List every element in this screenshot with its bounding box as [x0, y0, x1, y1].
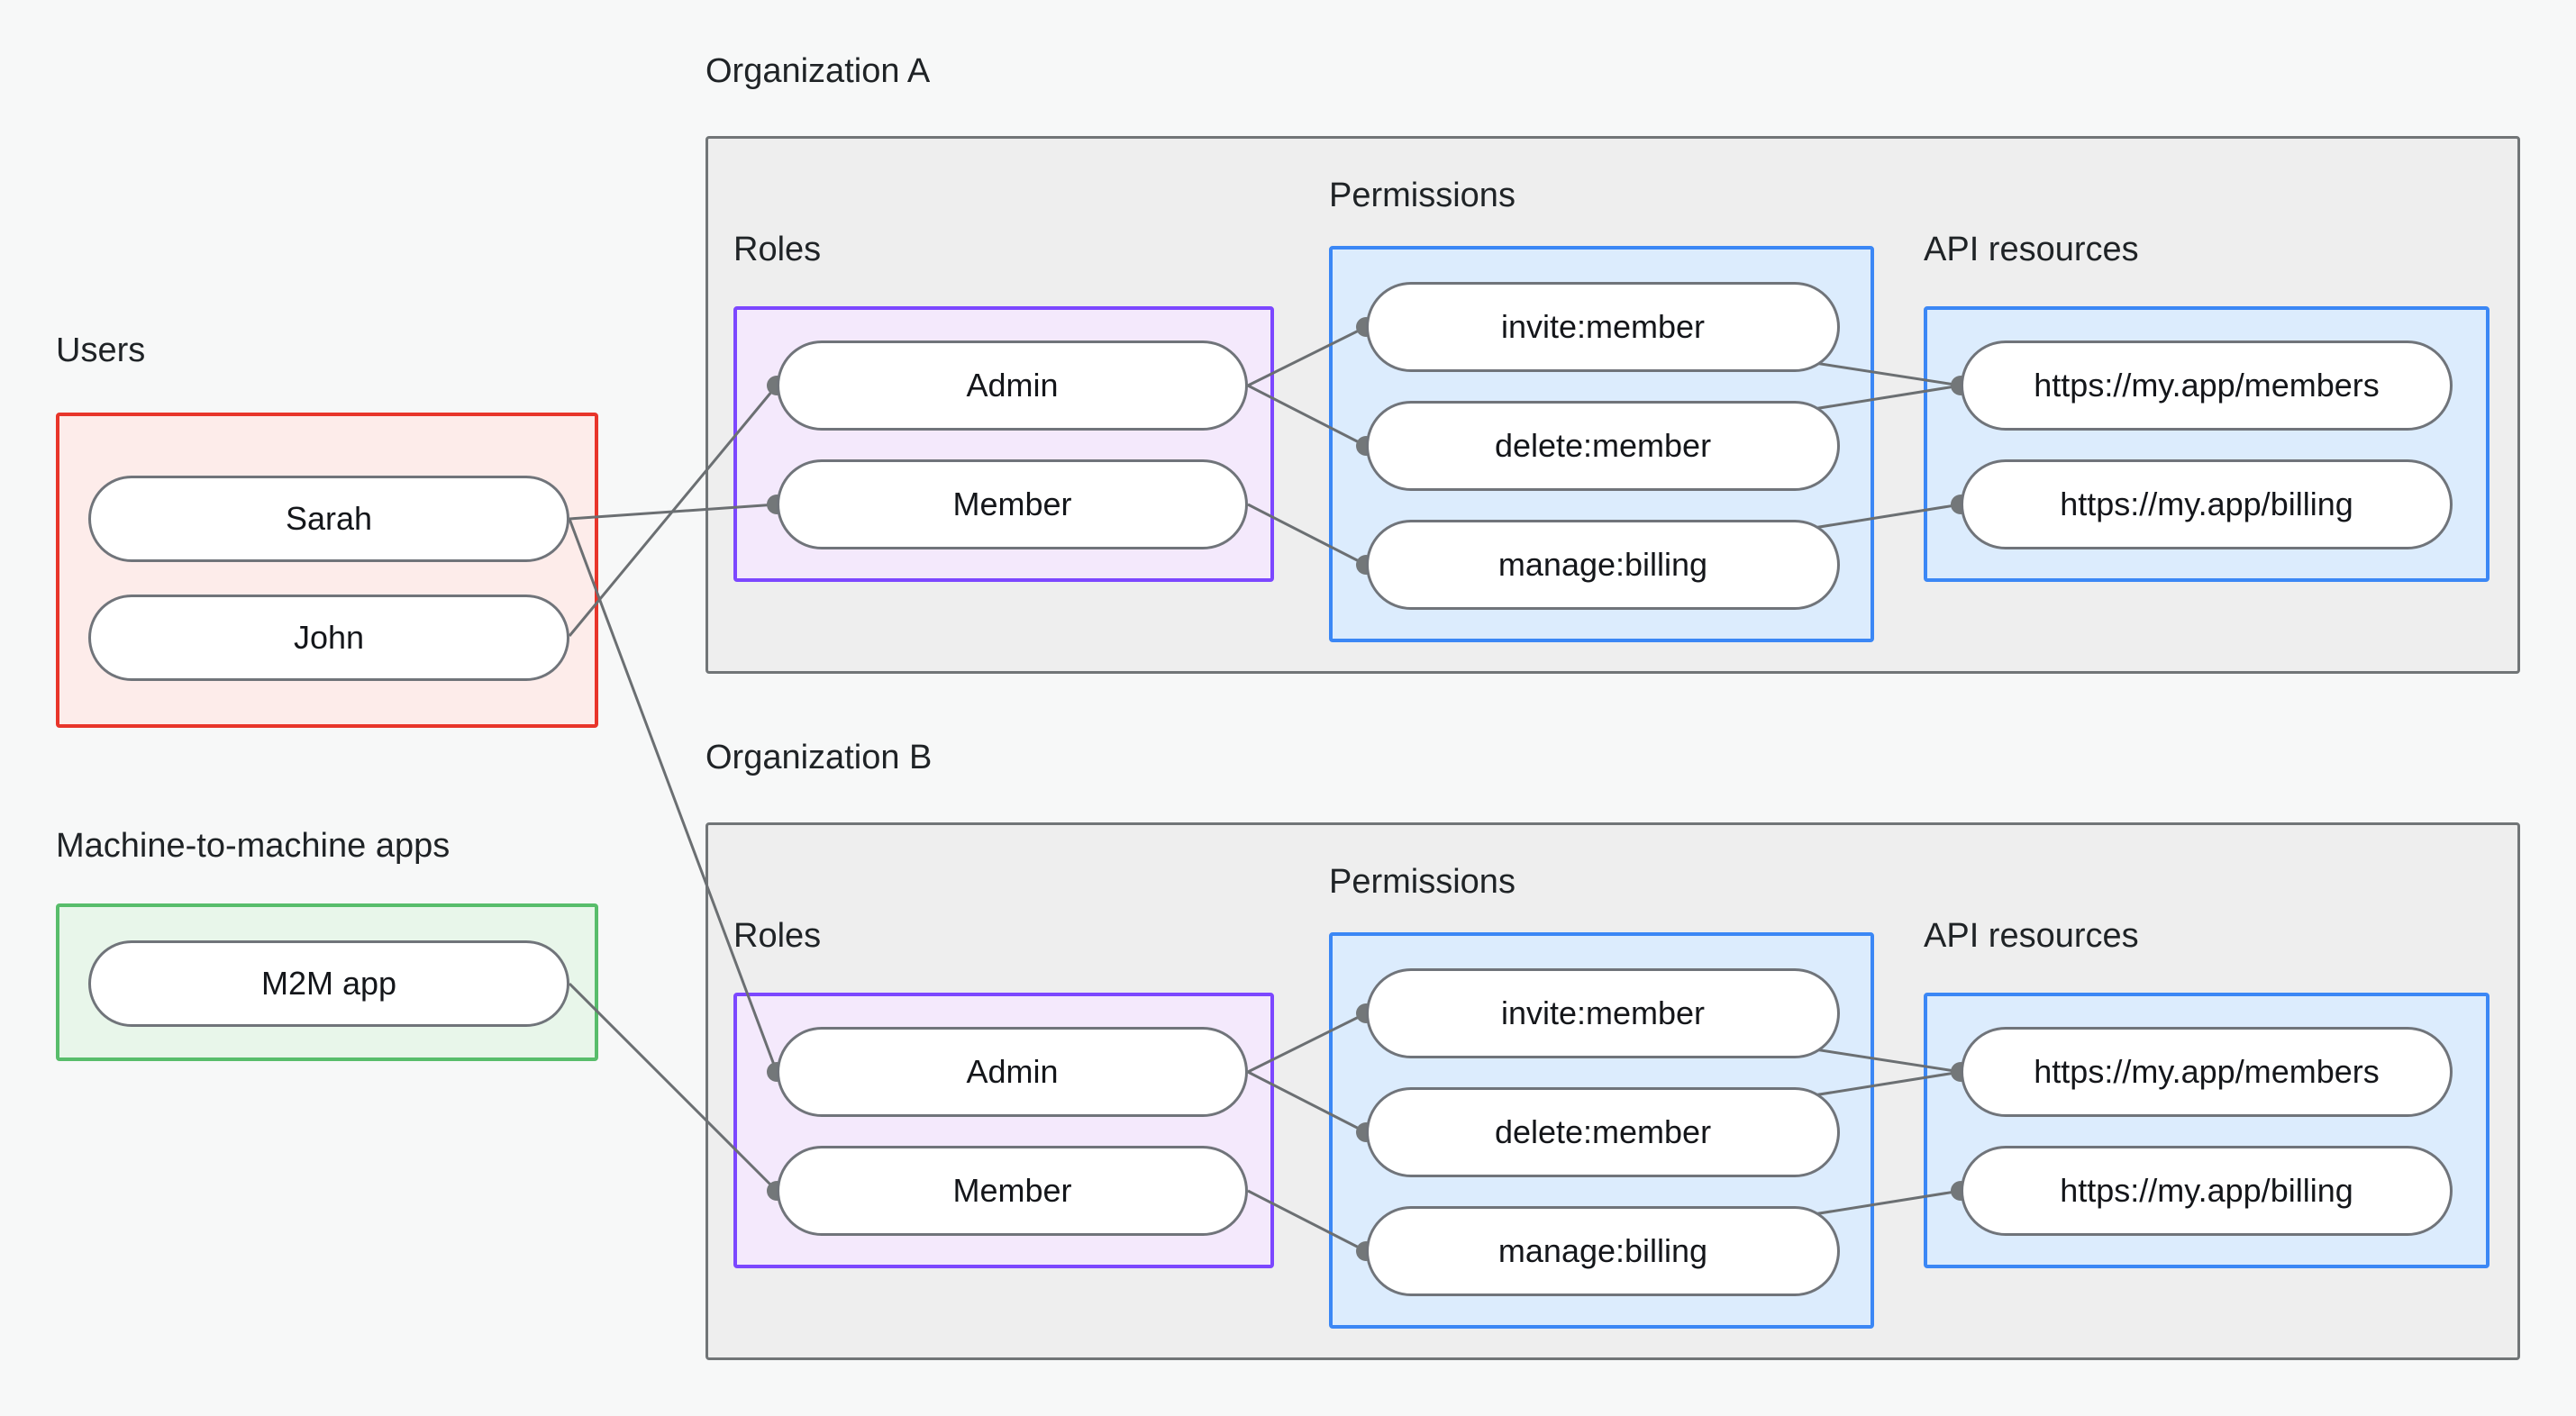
org-a-role-pill-admin[interactable]: Admin	[777, 340, 1248, 431]
org-b-permission-pill-delete-member[interactable]: delete:member	[1366, 1087, 1840, 1177]
organization-b-label: Organization B	[705, 739, 933, 776]
org-b-api-pill-billing[interactable]: https://my.app/billing	[1961, 1146, 2453, 1236]
user-pill-john[interactable]: John	[88, 595, 569, 681]
org-b-permissions-label: Permissions	[1329, 863, 1516, 901]
user-pill-sarah[interactable]: Sarah	[88, 476, 569, 562]
organization-a-label: Organization A	[705, 52, 931, 90]
org-a-api-pill-billing[interactable]: https://my.app/billing	[1961, 459, 2453, 549]
org-a-permission-pill-delete-member[interactable]: delete:member	[1366, 401, 1840, 491]
org-a-permissions-label: Permissions	[1329, 177, 1516, 214]
org-a-permission-pill-invite-member[interactable]: invite:member	[1366, 282, 1840, 372]
org-a-roles-label: Roles	[733, 231, 822, 268]
org-b-role-pill-member[interactable]: Member	[777, 1146, 1248, 1236]
users-label: Users	[56, 331, 146, 369]
org-b-api-pill-members[interactable]: https://my.app/members	[1961, 1027, 2453, 1117]
org-a-api-resources-label: API resources	[1924, 231, 2139, 268]
org-b-role-pill-admin[interactable]: Admin	[777, 1027, 1248, 1117]
org-a-role-pill-member[interactable]: Member	[777, 459, 1248, 549]
org-b-api-resources-label: API resources	[1924, 917, 2139, 955]
m2m-label: Machine-to-machine apps	[56, 827, 451, 865]
org-a-permission-pill-manage-billing[interactable]: manage:billing	[1366, 520, 1840, 610]
org-b-permission-pill-manage-billing[interactable]: manage:billing	[1366, 1206, 1840, 1296]
org-a-api-pill-members[interactable]: https://my.app/members	[1961, 340, 2453, 431]
org-b-permission-pill-invite-member[interactable]: invite:member	[1366, 968, 1840, 1058]
m2m-pill-app[interactable]: M2M app	[88, 940, 569, 1027]
org-b-roles-label: Roles	[733, 917, 822, 955]
